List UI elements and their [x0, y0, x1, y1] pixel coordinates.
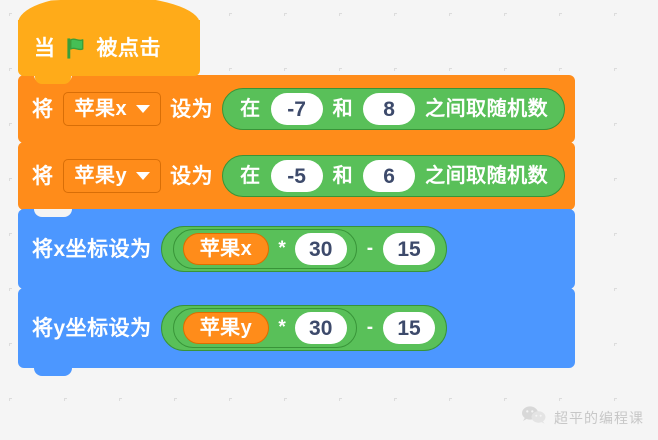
pick-random-block-x[interactable]: 在 -7 和 8 之间取随机数: [222, 88, 566, 130]
subtract-operator-x[interactable]: 苹果x * 30 - 15: [160, 226, 448, 272]
random-to-input-x[interactable]: 8: [363, 93, 416, 125]
hat-suffix-label: 被点击: [96, 36, 161, 60]
variable-reporter-label-x: 苹果x: [199, 238, 253, 260]
variable-dropdown-x[interactable]: 苹果x: [62, 92, 162, 126]
offset-input-x[interactable]: 15: [383, 233, 436, 265]
variable-reporter-y[interactable]: 苹果y: [182, 312, 270, 344]
multiplier-input-y[interactable]: 30: [294, 312, 347, 344]
watermark-text: 超平的编程课: [554, 411, 644, 427]
green-flag-icon: [65, 37, 88, 60]
hat-bottom-connector: [35, 75, 71, 84]
wechat-icon: [521, 405, 547, 430]
set-y-position-block[interactable]: 将y坐标设为 苹果y * 30 - 15: [18, 288, 576, 376]
set-variable-block-y[interactable]: 将 苹果y 设为 在 -5 和 6 之间取随机数: [18, 142, 576, 218]
multiply-symbol: *: [278, 317, 286, 338]
random-to-input-y[interactable]: 6: [363, 160, 416, 192]
to-label-x: 设为: [170, 97, 214, 121]
multiply-symbol: *: [278, 238, 286, 259]
random-and-label-y: 和: [332, 165, 354, 187]
to-label-y: 设为: [170, 164, 214, 188]
multiplier-input-x[interactable]: 30: [294, 233, 347, 265]
minus-symbol: -: [366, 238, 374, 259]
set-label-y: 将: [32, 164, 54, 188]
hat-block-when-flag-clicked[interactable]: 当 被点击: [18, 0, 200, 84]
minus-symbol: -: [366, 317, 374, 338]
random-tail-label-x: 之间取随机数: [425, 98, 549, 120]
random-tail-label-y: 之间取随机数: [425, 165, 549, 187]
hat-prefix-label: 当: [34, 36, 56, 60]
variable-dropdown-y[interactable]: 苹果y: [62, 159, 162, 193]
set-x-position-block[interactable]: 将x坐标设为 苹果x * 30 - 15: [18, 209, 576, 297]
chevron-down-icon: [136, 104, 151, 113]
set-x-label: 将x坐标设为: [32, 237, 152, 261]
variable-reporter-label-y: 苹果y: [199, 317, 253, 339]
random-from-label-y: 在: [240, 165, 261, 187]
pick-random-block-y[interactable]: 在 -5 和 6 之间取随机数: [222, 155, 566, 197]
random-from-label-x: 在: [240, 98, 261, 120]
hat-block-dome: [18, 0, 200, 26]
subtract-operator-y[interactable]: 苹果y * 30 - 15: [160, 305, 448, 351]
variable-reporter-x[interactable]: 苹果x: [182, 233, 270, 265]
block-script[interactable]: 当 被点击 将 苹果x 设为 在 -7 和 8: [18, 0, 576, 376]
set-label-x: 将: [32, 97, 54, 121]
random-and-label-x: 和: [332, 98, 354, 120]
multiply-operator-x[interactable]: 苹果x * 30: [172, 229, 357, 269]
chevron-down-icon: [136, 171, 151, 180]
set-variable-block-x[interactable]: 将 苹果x 设为 在 -7 和 8 之间取随机数: [18, 75, 576, 151]
offset-input-y[interactable]: 15: [383, 312, 436, 344]
random-from-input-y[interactable]: -5: [270, 160, 323, 192]
watermark: 超平的编程课: [521, 405, 644, 430]
variable-name-x: 苹果x: [74, 97, 128, 120]
variable-name-y: 苹果y: [74, 164, 128, 187]
multiply-operator-y[interactable]: 苹果y * 30: [172, 308, 357, 348]
random-from-input-x[interactable]: -7: [270, 93, 323, 125]
set-y-label: 将y坐标设为: [32, 316, 152, 340]
